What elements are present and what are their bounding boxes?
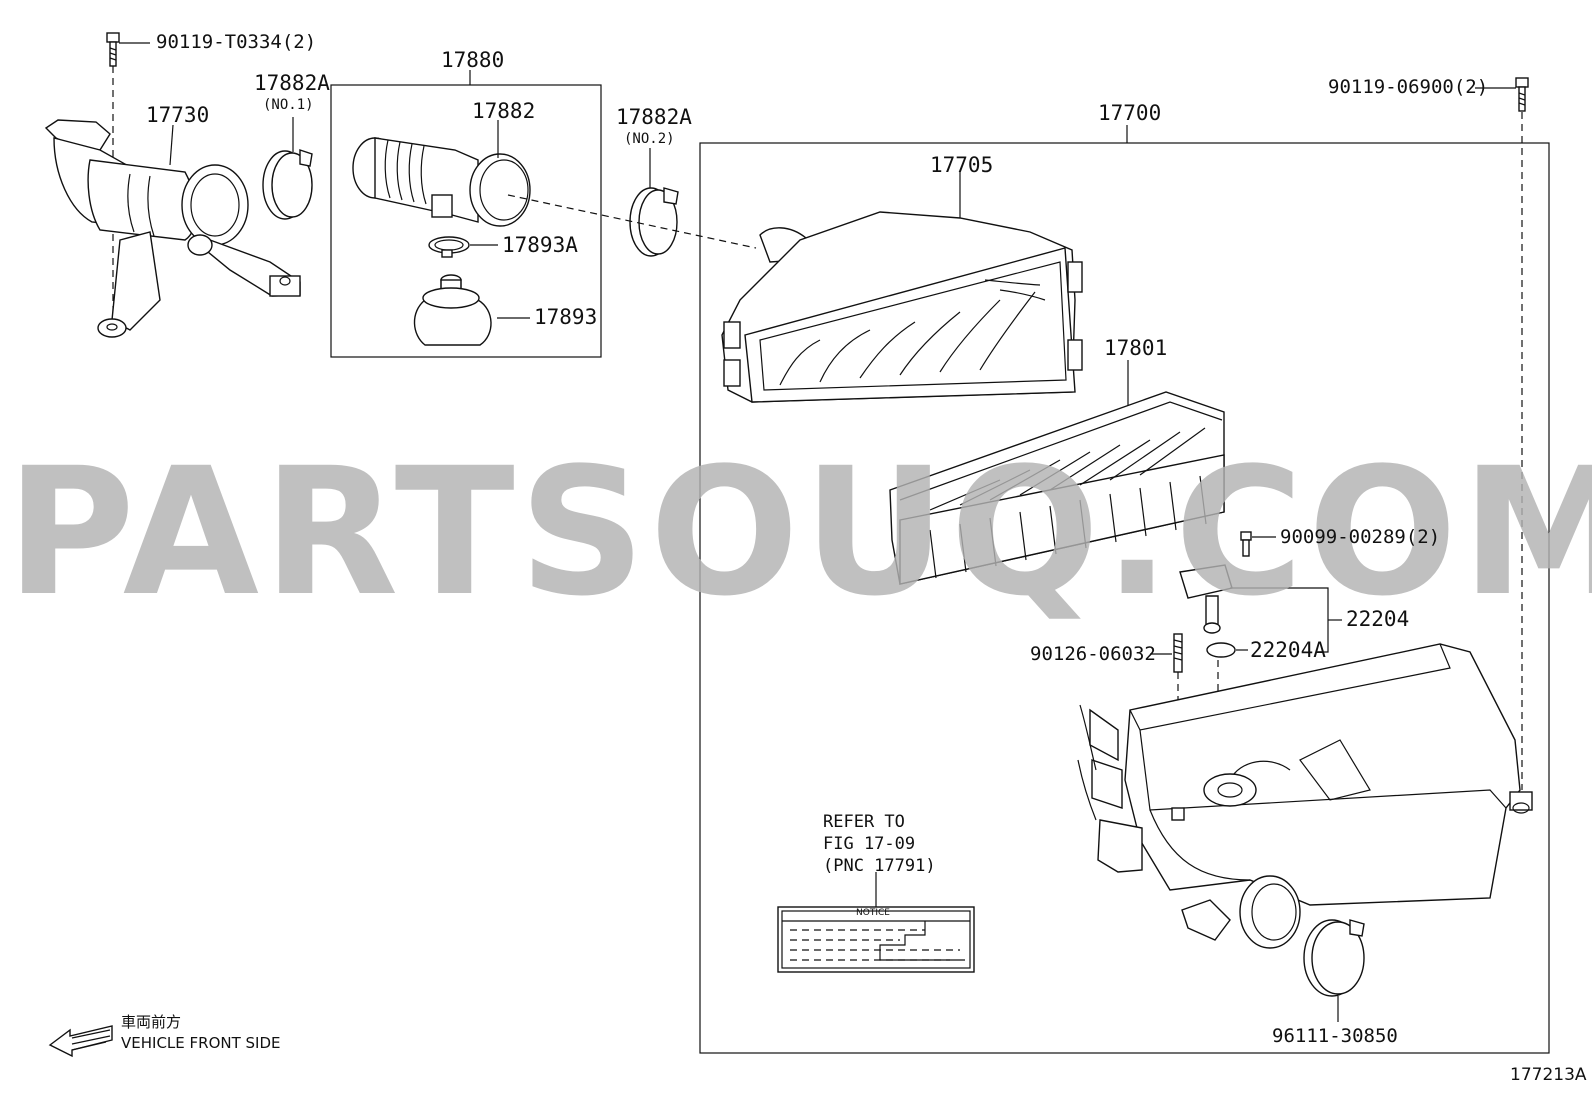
watermark: PARTSOUQ.COM [6,430,1592,635]
diagram-code: 177213A [1510,1065,1587,1085]
bolt-icon [106,32,120,67]
refer-note: REFER TO FIG 17-09 (PNC 17791) [823,811,936,877]
intake-duct-drawing [44,119,301,338]
stud-drawing [1173,633,1183,673]
cap-drawing [721,211,1083,403]
outlet-clamp-drawing [1303,919,1365,997]
screw-icon [1240,531,1252,557]
bolt-icon [1515,77,1529,112]
element-drawing [889,391,1225,585]
part-label-clamp-no1-sub: (NO.1) [263,97,314,113]
part-label-clamp-no2: 17882A [616,105,692,129]
small-clamp-drawing [428,236,470,258]
part-label-bolt-top-right: 90119-06900(2) [1328,76,1489,98]
part-label-screw: 90099-00289(2) [1280,526,1441,548]
part-label-cap: 17705 [930,153,994,177]
part-label-small-clamp: 17893A [502,233,578,257]
hose-assembly-box [330,84,602,358]
vehicle-front-arrow-icon [48,1025,113,1058]
part-label-hose-assembly: 17880 [441,48,505,72]
part-label-clamp-no1: 17882A [254,71,330,95]
notice-plate-title: NOTICE [856,908,890,918]
part-label-resonator: 17893 [534,305,598,329]
air-cleaner-assembly-box [699,142,1550,1054]
part-label-element: 17801 [1104,336,1168,360]
intake-duct-leader [169,124,174,166]
part-label-hose: 17882 [472,99,536,123]
hose-to-cap-dash [507,194,757,249]
sensor-drawing [1179,564,1233,634]
part-label-cleaner-assembly: 17700 [1098,101,1162,125]
clamp-no2-drawing [629,187,679,257]
part-label-oring: 22204A [1250,638,1326,662]
refer-note-line: (PNC 17791) [823,856,936,876]
part-label-intake-duct: 17730 [146,103,210,127]
part-label-stud: 90126-06032 [1030,643,1156,665]
refer-note-line: REFER TO [823,812,905,832]
hose-drawing [352,137,531,227]
cleaner-case-drawing [1077,643,1533,949]
part-label-bolt-top-left: 90119-T0334(2) [156,31,317,53]
notice-plate-drawing [777,906,975,973]
direction-label-en: VEHICLE FRONT SIDE [121,1034,281,1052]
oring-drawing [1206,642,1236,658]
clamp-no1-drawing [262,149,313,220]
resonator-drawing [413,274,492,346]
part-label-outlet-clamp: 96111-30850 [1272,1025,1398,1047]
part-label-clamp-no2-sub: (NO.2) [624,131,675,147]
part-label-sensor: 22204 [1346,607,1410,631]
refer-note-line: FIG 17-09 [823,834,916,854]
direction-label-jp: 車両前方 [121,1013,182,1031]
